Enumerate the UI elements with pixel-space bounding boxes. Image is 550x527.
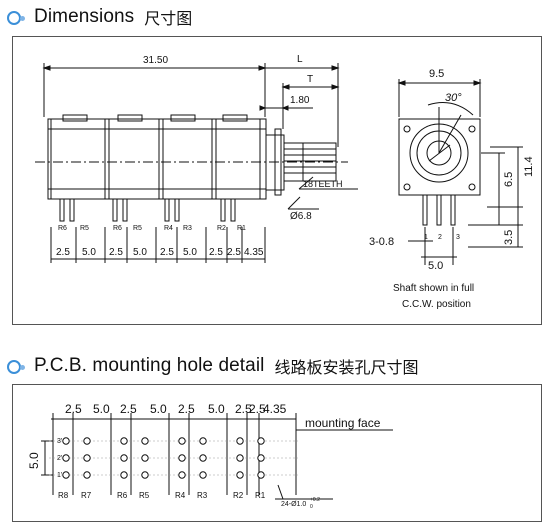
mounting-face-label: mounting face	[305, 416, 381, 430]
pin-label: R2	[217, 225, 226, 232]
mounting-hole	[83, 437, 91, 445]
dim-6-5: 6.5	[503, 172, 515, 187]
pcb-pitch: 4.35	[263, 402, 287, 416]
pitch-label: 4.35	[244, 247, 264, 258]
dim-angle: 30°	[445, 92, 462, 104]
mounting-hole	[62, 437, 70, 445]
hole-tol2: 0	[310, 504, 313, 510]
pcb-pitch: 2.5	[235, 402, 252, 416]
dimensions-drawing-frame: 31.50 L T 1.80 18TEETH Ø6.8 R6 R5 R6 R5 …	[12, 36, 542, 325]
row-label: 1'	[57, 472, 62, 479]
pitch-label: 5.0	[183, 247, 197, 258]
mounting-hole	[199, 437, 207, 445]
dim-t: T	[307, 74, 313, 85]
mounting-hole	[257, 437, 265, 445]
mounting-hole	[236, 437, 244, 445]
bottom-label: R5	[139, 491, 150, 500]
pcb-pitch: 2.5	[178, 402, 195, 416]
pcb-vertical-dim: 5.0	[27, 452, 41, 469]
mounting-hole	[236, 471, 244, 479]
row-label: 3'	[57, 438, 62, 445]
pin-label: R5	[80, 225, 89, 232]
mounting-hole	[257, 454, 265, 462]
pitch-label: 2.5	[227, 247, 241, 258]
dimensions-drawing: 31.50 L T 1.80 18TEETH Ø6.8 R6 R5 R6 R5 …	[35, 54, 535, 310]
mounting-hole	[178, 471, 186, 479]
pin-label: R4	[164, 225, 173, 232]
bottom-label: R7	[81, 491, 92, 500]
pitch-label: 5.0	[133, 247, 147, 258]
dim-11-4: 11.4	[523, 156, 535, 177]
pin-number: 1	[424, 234, 428, 241]
pcb-drawing-frame: 2.5 5.0 2.5 5.0 2.5 5.0 2.5 2.5 4.35 mou…	[12, 384, 542, 522]
mounting-hole	[120, 437, 128, 445]
pin-number: 2	[438, 234, 442, 241]
hole-tol: +0.2	[310, 497, 320, 503]
bottom-label: R8	[58, 491, 69, 500]
pitch-label: 2.5	[209, 247, 223, 258]
mounting-hole	[141, 454, 149, 462]
pin-number: 3	[456, 234, 460, 241]
section-title: P.C.B. mounting hole detail	[34, 355, 265, 376]
pcb-pitch: 5.0	[150, 402, 167, 416]
mounting-hole	[199, 454, 207, 462]
section-title-cn: 线路板安装孔尺寸图	[274, 360, 419, 377]
pin-label: R6	[58, 225, 67, 232]
dim-l: L	[297, 54, 303, 65]
pcb-pitch: 2.5	[65, 402, 82, 416]
pitch-label: 2.5	[109, 247, 123, 258]
bottom-label: R2	[233, 491, 244, 500]
pcb-pitch: 5.0	[93, 402, 110, 416]
mounting-hole	[141, 471, 149, 479]
mounting-hole	[141, 437, 149, 445]
mounting-hole	[120, 454, 128, 462]
hole-spec: 24-Ø1.0	[281, 501, 306, 508]
bottom-label: R3	[197, 491, 208, 500]
dim-shaft-dia: Ø6.8	[290, 211, 312, 222]
bottom-label: R4	[175, 491, 186, 500]
dim-pin-span: 5.0	[428, 260, 443, 272]
pitch-label: 5.0	[82, 247, 96, 258]
mounting-hole	[62, 454, 70, 462]
row-label: 2'	[57, 455, 62, 462]
note-line-1: Shaft shown in full	[393, 283, 474, 294]
pitch-label: 2.5	[160, 247, 174, 258]
bullet-icon	[6, 357, 30, 375]
bottom-label: R6	[117, 491, 128, 500]
section-title: Dimensions	[34, 6, 135, 27]
section-title-cn: 尺寸图	[144, 11, 193, 28]
bullet-icon	[6, 8, 30, 26]
pin-label: R5	[133, 225, 142, 232]
pcb-pitch: 2.5	[249, 402, 266, 416]
pcb-pitch: 5.0	[208, 402, 225, 416]
mounting-hole	[120, 471, 128, 479]
pitch-label: 2.5	[56, 247, 70, 258]
note-line-2: C.C.W. position	[402, 299, 471, 310]
section-header-pcb: P.C.B. mounting hole detail 线路板安装孔尺寸图	[6, 355, 419, 377]
mounting-hole	[83, 471, 91, 479]
mounting-hole	[178, 437, 186, 445]
mounting-hole	[83, 454, 91, 462]
pcb-drawing: 2.5 5.0 2.5 5.0 2.5 5.0 2.5 2.5 4.35 mou…	[27, 402, 393, 510]
bottom-label: R1	[255, 491, 266, 500]
dim-3-5: 3.5	[503, 230, 515, 245]
dim-overall: 31.50	[143, 55, 168, 66]
pin-label: R1	[237, 225, 246, 232]
pin-label: R3	[183, 225, 192, 232]
pin-label: R6	[113, 225, 122, 232]
mounting-hole	[199, 471, 207, 479]
dim-1-80: 1.80	[290, 95, 310, 106]
mounting-hole	[62, 471, 70, 479]
pcb-pitch: 2.5	[120, 402, 137, 416]
dim-pin-off: 3-0.8	[369, 236, 394, 248]
section-header-dimensions: Dimensions 尺寸图	[6, 6, 192, 28]
dim-width: 9.5	[429, 68, 444, 80]
mounting-hole	[178, 454, 186, 462]
mounting-hole	[236, 454, 244, 462]
dim-teeth: 18TEETH	[303, 179, 343, 189]
mounting-hole	[257, 471, 265, 479]
